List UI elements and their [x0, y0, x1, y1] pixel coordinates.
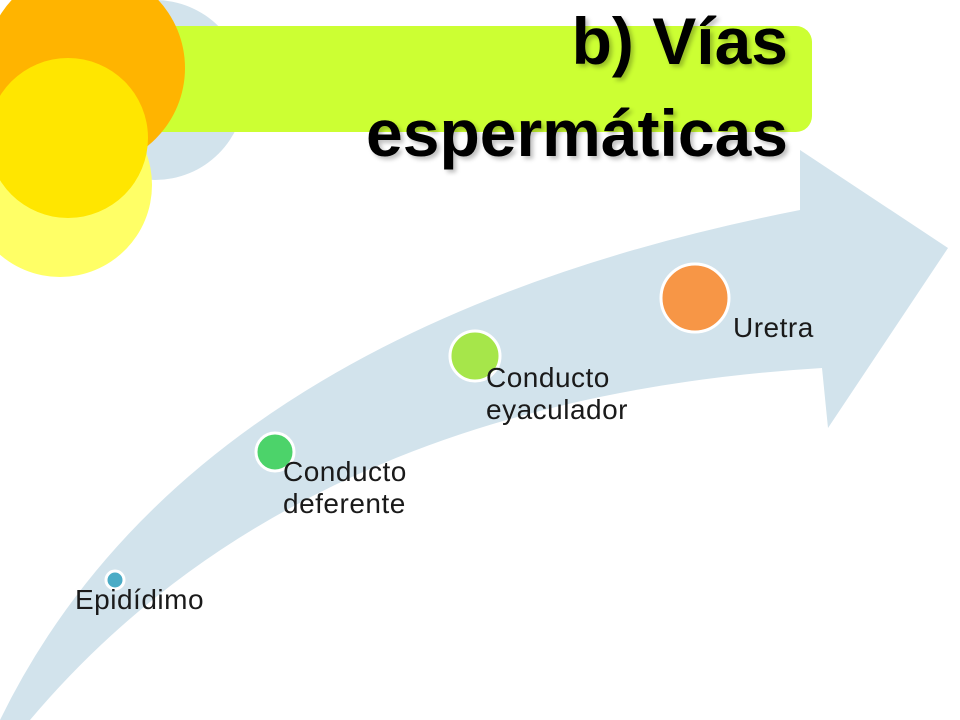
title-bar — [100, 26, 812, 132]
step-label-conducto-eyaculador: Conducto eyaculador — [486, 362, 628, 425]
step-label-epididimo: Epidídimo — [75, 584, 205, 615]
step-label-uretra: Uretra — [733, 312, 814, 343]
slide-title-line-1: b) Vías — [571, 4, 788, 78]
slide-title-line-2: espermáticas — [366, 96, 788, 170]
step-dot-epididimo — [104, 569, 126, 591]
step-dot-eyaculador — [448, 329, 502, 383]
step-label-conducto-deferente: Conducto deferente — [283, 456, 407, 519]
step-dot-deferente — [254, 431, 296, 473]
process-arrow — [0, 150, 948, 720]
step-dot-uretra — [659, 262, 731, 334]
decor-circle-small — [0, 58, 148, 218]
